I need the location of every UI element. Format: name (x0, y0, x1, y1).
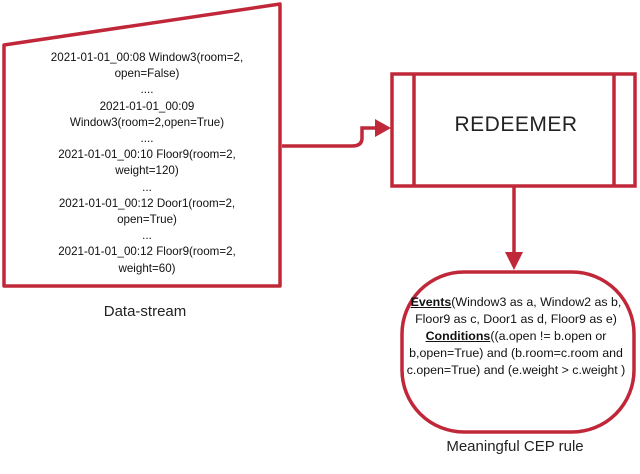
stream-line: 2021-01-01_00:09 (99, 99, 195, 113)
rule-text: Events(Window3 as a, Window2 as b, Floor… (406, 294, 626, 379)
events-text: (Window3 as a, Window2 as b, Floor9 as c… (415, 295, 622, 326)
stream-line: .... (140, 132, 154, 146)
arrowhead-processor-to-rule (505, 252, 523, 270)
stream-line: open=True) (117, 213, 177, 227)
data-stream-text: 2021-01-01_00:08 Window3(room=2, open=Fa… (22, 50, 272, 277)
stream-line: open=False) (114, 67, 180, 81)
stream-line: weight=120) (115, 164, 179, 178)
stream-line: ... (142, 229, 152, 243)
stream-line: ... (142, 180, 152, 194)
arrow-stream-to-processor (282, 126, 378, 148)
stream-line: 2021-01-01_00:10 Floor9(room=2, (58, 148, 236, 162)
events-keyword: Events (410, 295, 452, 309)
conditions-keyword: Conditions (425, 329, 491, 343)
stream-line: 2021-01-01_00:08 Window3(room=2, (50, 51, 244, 64)
processor-label: REDEEMER (454, 113, 578, 136)
rule-shape (400, 270, 636, 434)
stream-line: 2021-01-01_00:12 Floor9(room=2, (58, 245, 236, 259)
stream-line: .... (140, 83, 154, 97)
data-stream-shape (2, 2, 282, 288)
rule-caption: Meaningful CEP rule (446, 438, 584, 455)
stream-line: Window3(room=2,open=True) (69, 115, 225, 129)
data-stream-caption: Data-stream (103, 303, 187, 320)
stream-line: weight=60) (118, 261, 176, 275)
processor-box (390, 72, 637, 188)
arrowhead-stream-to-processor (375, 119, 391, 137)
conditions-text: ((a.open != b.open or b,open=True) and (… (406, 329, 626, 377)
stream-line: 2021-01-01_00:12 Door1(room=2, (58, 196, 236, 210)
